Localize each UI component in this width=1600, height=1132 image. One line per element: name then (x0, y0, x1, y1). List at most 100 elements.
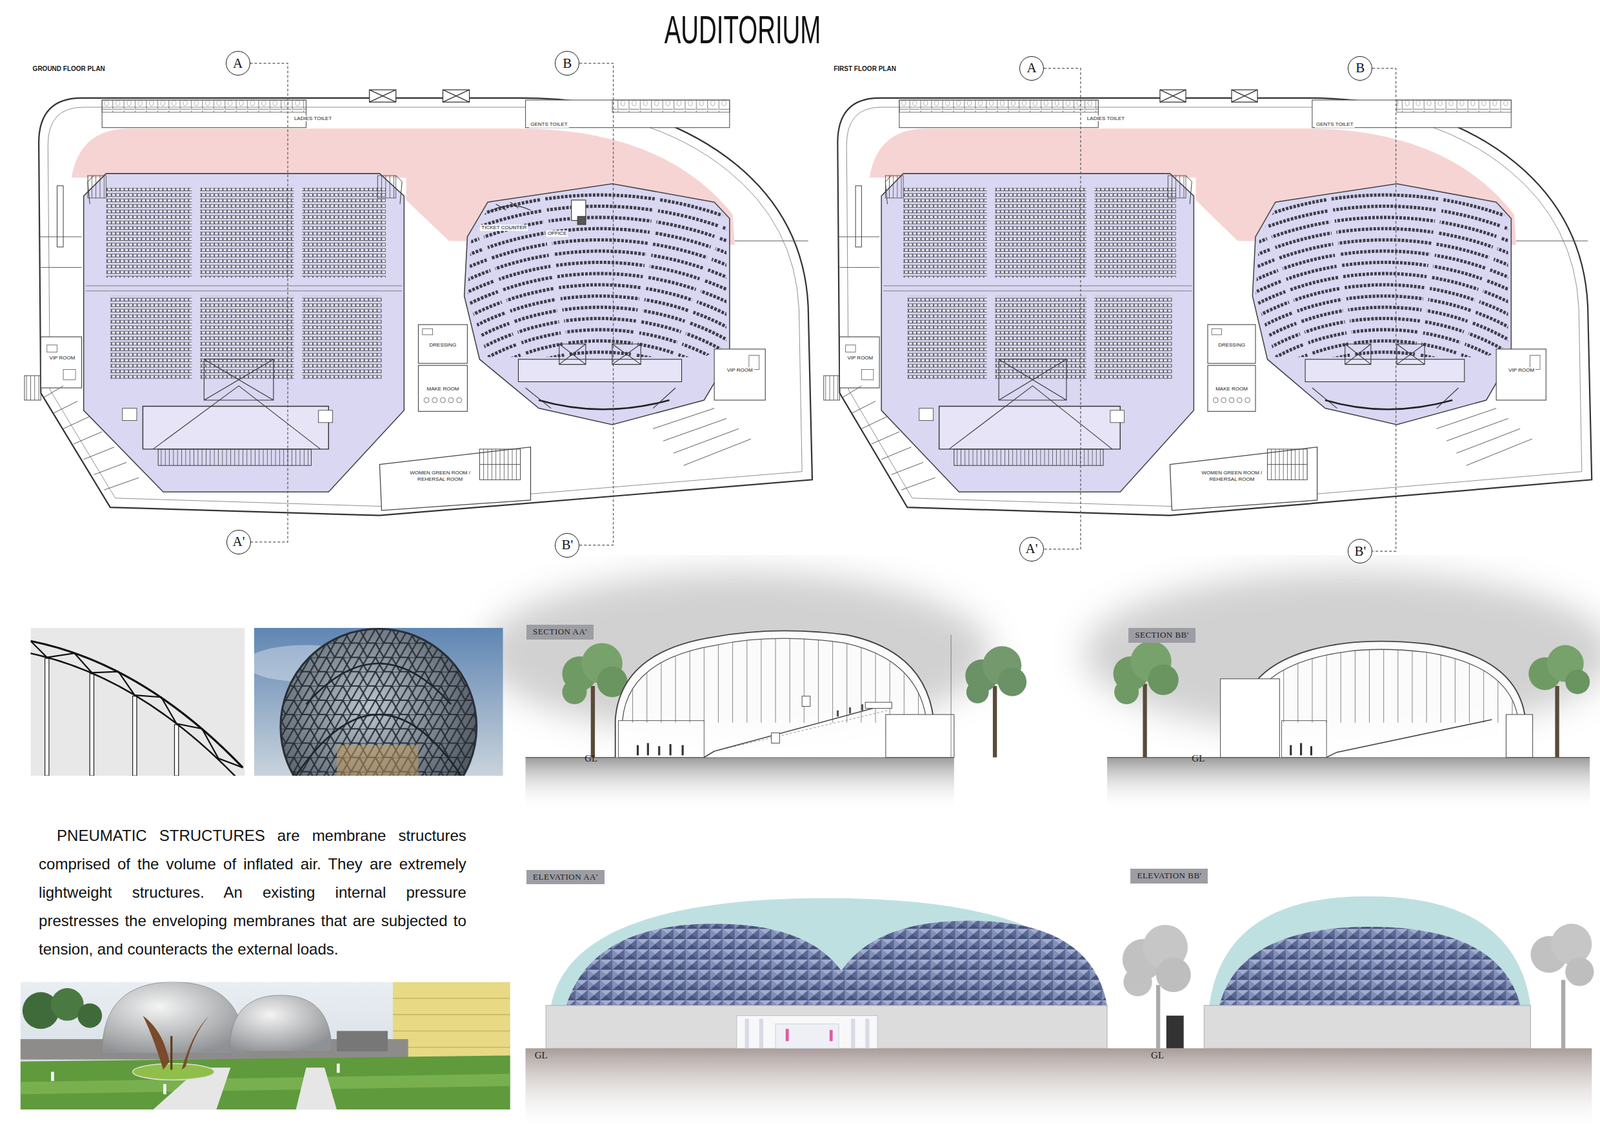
elevation-aa (850, 1018, 855, 1048)
section-aa (622, 638, 927, 720)
section-drawing (1107, 757, 1590, 811)
geodesic-dome-photo (296, 663, 462, 776)
section-bb (1289, 745, 1292, 756)
truss-detail (30, 640, 243, 768)
node-text: SECTION AA' (532, 626, 588, 638)
ticket-counter-furniture (487, 200, 586, 225)
tree (1156, 957, 1191, 993)
section-marker: B (554, 50, 580, 76)
truss-detail (30, 652, 238, 776)
section-aa (861, 703, 864, 710)
section-bb (1300, 742, 1302, 755)
ground-floor-plan (24, 89, 977, 948)
section-aa (618, 720, 704, 758)
node-text: B' (561, 538, 573, 552)
elevation-drawing (525, 896, 1595, 1126)
section-aa (636, 742, 684, 755)
room-label: MAKE ROOM (1214, 385, 1250, 393)
room-label: LADIES TOILET (292, 115, 333, 122)
tree (561, 679, 587, 704)
elevation-aa (545, 1005, 1108, 1048)
description-paragraph: PNEUMATIC STRUCTURES are membrane struct… (38, 821, 467, 964)
elevation-drawing (525, 1047, 1593, 1126)
tree (1142, 683, 1147, 758)
section-bb (1310, 745, 1313, 755)
section-bb (1281, 720, 1328, 758)
section-bb (1505, 714, 1533, 757)
sheet-title: AUDITORIUM (664, 7, 822, 52)
ticket-counter-furniture (496, 201, 519, 211)
ticket-counter-furniture (577, 216, 586, 225)
tree (1156, 984, 1160, 1048)
site-render (392, 998, 511, 1048)
truss-detail (132, 696, 137, 776)
site-render (20, 981, 511, 1110)
plan-title: FIRST FLOOR PLAN (833, 65, 897, 73)
elevation-aa (785, 1028, 833, 1041)
tree (1565, 669, 1590, 695)
site-render (50, 1063, 340, 1094)
elevation-aa (865, 1018, 870, 1048)
first-floor-plan (823, 89, 1600, 948)
site-render (20, 1073, 511, 1095)
site-render (336, 1063, 340, 1073)
section-aa (836, 710, 839, 717)
tree (1113, 640, 1179, 757)
section-bb (1254, 612, 1513, 723)
section-aa (647, 742, 650, 755)
room-label: GENTS TOILET (1314, 121, 1355, 128)
room-label: VIP ROOM (845, 354, 875, 362)
section-marker: A' (226, 529, 251, 555)
node-text: A' (232, 534, 246, 549)
tree (965, 645, 1027, 757)
node-text: B' (1354, 544, 1366, 559)
node-text: ELEVATION BB' (1136, 870, 1202, 882)
section-aa (865, 701, 892, 708)
geodesic-dome-photo (275, 627, 490, 776)
tree (1561, 979, 1566, 1048)
section-cut-line (1043, 68, 1081, 550)
room-label: VIP ROOM (725, 367, 755, 374)
section-bb (1254, 612, 1513, 723)
site-render (142, 1015, 210, 1070)
elevation-aa (736, 1015, 878, 1049)
site-render (170, 1035, 173, 1070)
section-drawing (481, 571, 1600, 811)
site-render (163, 1083, 167, 1095)
geodesic-dome-photo (336, 745, 419, 776)
elevation-bb (1203, 1005, 1531, 1048)
section-marker: B' (554, 532, 580, 558)
elevation-aa (545, 898, 1108, 1048)
site-render (229, 994, 332, 1051)
tree (1123, 967, 1152, 996)
truss-detail (89, 673, 94, 776)
section-aa (771, 732, 780, 744)
section-marker: B (1347, 56, 1373, 81)
section-aa (615, 612, 955, 758)
section-marker: A' (1019, 536, 1044, 562)
section-cut-line (250, 63, 289, 542)
section-bb (1240, 641, 1526, 758)
site-render (392, 981, 511, 1064)
section-cut-line (1372, 68, 1396, 551)
room-label: WOMEN GREEN ROOM / REHERSAL ROOM (1200, 469, 1264, 483)
elevation-aa (745, 1018, 870, 1048)
elevation-aa (829, 1029, 833, 1041)
section-bb (1289, 742, 1313, 755)
section-aa (950, 634, 952, 758)
geodesic-dome-photo (280, 628, 477, 776)
tree (590, 685, 595, 758)
site-render (50, 1071, 55, 1081)
tree (1550, 923, 1592, 964)
tree (992, 685, 997, 758)
ground-level-mark: GL (584, 752, 598, 764)
room-label: MAKE ROOM (425, 385, 461, 393)
section-marker: A (1019, 56, 1044, 81)
section-bb (1220, 612, 1533, 758)
section-bb (1220, 678, 1280, 758)
elevation-aa (785, 1028, 790, 1041)
elevation-bb (1166, 1015, 1184, 1049)
site-render (336, 1030, 388, 1051)
room-label: WOMEN GREEN ROOM / REHERSAL ROOM (408, 469, 473, 483)
